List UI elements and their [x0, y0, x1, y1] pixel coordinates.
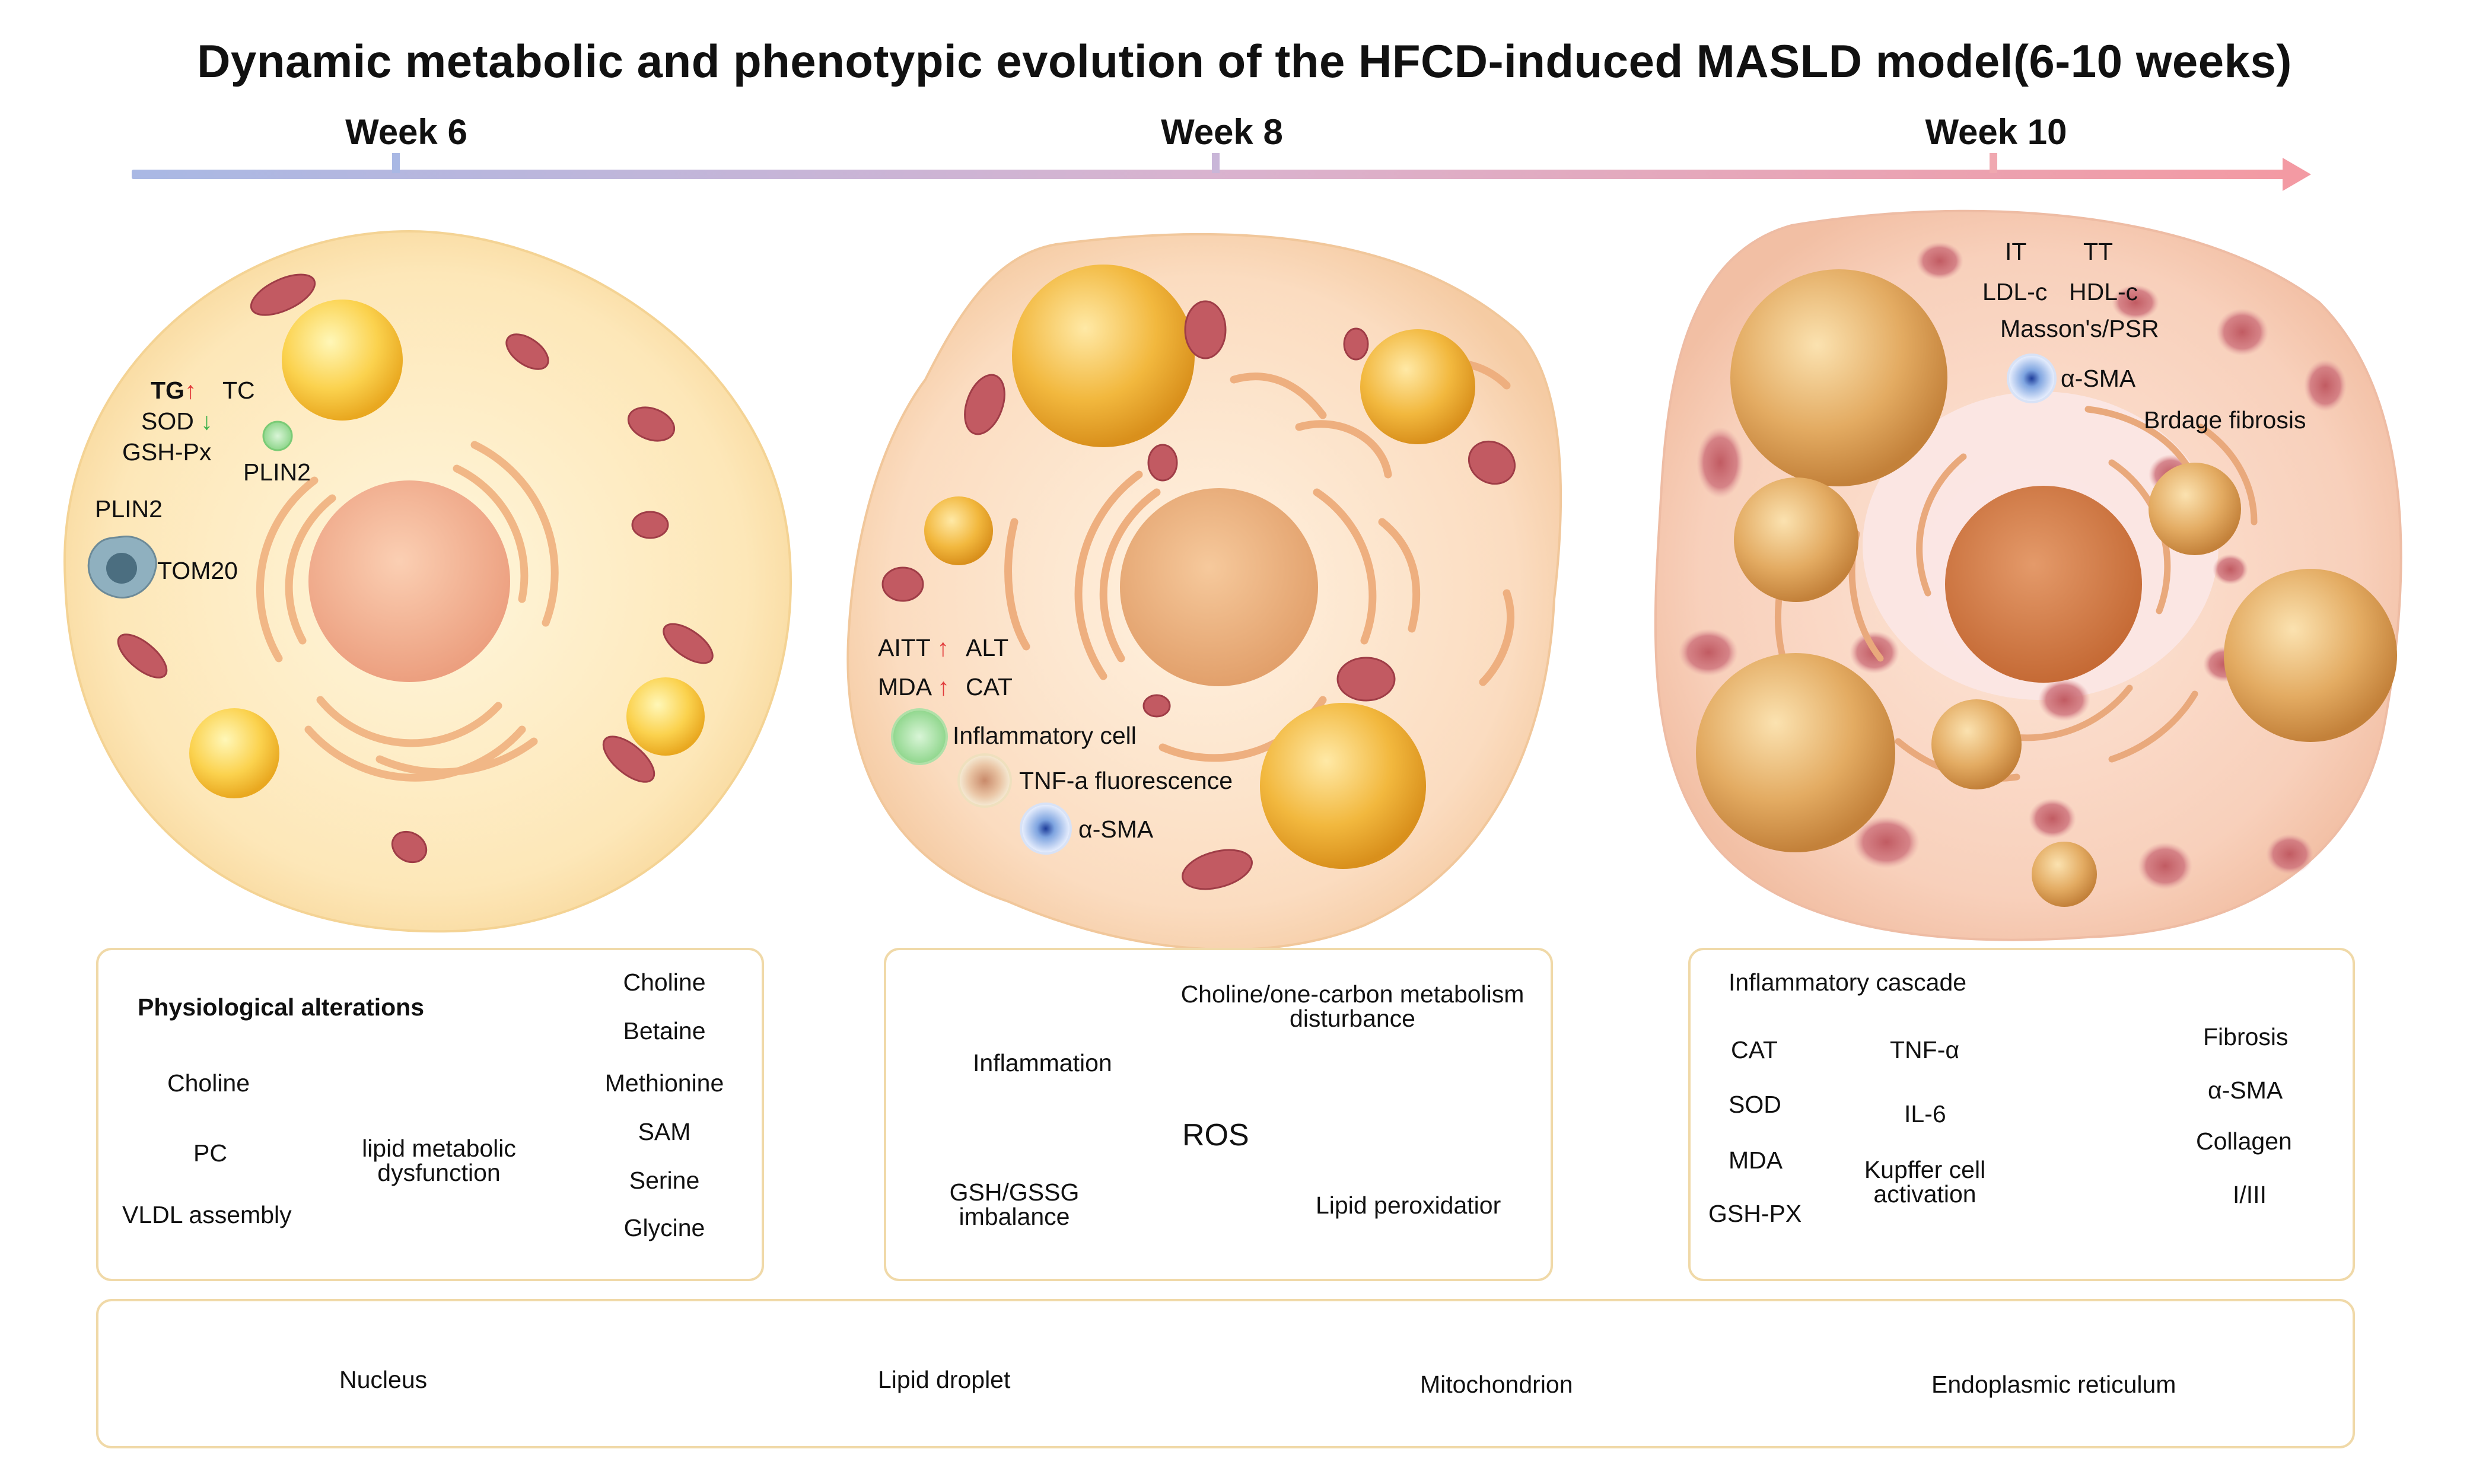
mda-label-panel3: MDA: [1729, 1147, 1783, 1174]
metabolite-sam: SAM: [638, 1118, 691, 1145]
cell-week8: [846, 233, 1562, 951]
it-label: IT: [2005, 238, 2027, 265]
sod-label: SOD ↓: [141, 407, 213, 435]
masson-psr-label: Masson's/PSR: [2000, 315, 2159, 342]
fibrosis-label: Fibrosis: [2203, 1023, 2289, 1050]
legend-mitochondrion: Mitochondrion: [1420, 1371, 1573, 1398]
vldl-assembly-label: VLDL assembly: [122, 1201, 292, 1228]
gsh-px-label: GSH-Px: [122, 438, 212, 466]
panel-ros-cycle: [884, 948, 1553, 1281]
cell-week10: [1654, 209, 2402, 941]
metabolite-glycine: Glycine: [623, 1214, 705, 1241]
asma-label-panel3: α-SMA: [2208, 1077, 2283, 1104]
metabolite-methionine: Methionine: [604, 1069, 724, 1097]
plin2-label: PLIN2: [243, 458, 311, 486]
lipid-peroxidation-label: Lipid peroxidatior: [1316, 1192, 1501, 1219]
panel3-heading: Inflammatory cascade: [1729, 969, 1967, 996]
metabolite-serine: Serine: [629, 1167, 700, 1194]
metabolite-betaine: Betaine: [623, 1017, 706, 1044]
week-8-label: Week 8: [1161, 112, 1283, 152]
cell-week6: [63, 230, 792, 933]
tnf-alpha-label: TNF-α: [1890, 1036, 1960, 1063]
legend-panel: [96, 1299, 2355, 1448]
sod-label-panel3: SOD: [1729, 1091, 1781, 1118]
choline-label: Choline: [167, 1069, 250, 1097]
ros-label: ROS: [1182, 1118, 1249, 1152]
page-title: Dynamic metabolic and phenotypic evoluti…: [197, 35, 2292, 87]
cat-label-panel3: CAT: [1731, 1036, 1778, 1063]
legend-lipid-droplet: Lipid droplet: [878, 1366, 1011, 1393]
cat-label: CAT: [966, 673, 1013, 700]
tg-label: TG↑: [151, 377, 197, 404]
mda-label: MDA ↑: [878, 673, 950, 700]
tc-label: TC: [222, 377, 255, 404]
hdl-label: HDL-c: [2069, 278, 2138, 305]
week-10-label: Week 10: [1925, 112, 2067, 152]
legend-nucleus: Nucleus: [339, 1366, 428, 1393]
pc-label: PC: [193, 1139, 227, 1167]
tt-label: TT: [2083, 238, 2114, 265]
tnf-fluorescence-label: TNF-a fluorescence: [1019, 767, 1233, 794]
collagen-ratio-label: I/III: [2233, 1181, 2267, 1208]
collagen-label: Collagen: [2196, 1128, 2292, 1155]
gsh-px-label-panel3: GSH-PX: [1708, 1200, 1802, 1227]
inflammation-label: Inflammation: [973, 1049, 1112, 1077]
legend-endoplasmic-reticulum: Endoplasmic reticulum: [1931, 1371, 2176, 1398]
panel1-heading: Physiological alterations: [138, 993, 425, 1021]
metabolite-choline: Choline: [623, 969, 706, 996]
panel-physiological-alterations: [96, 948, 764, 1281]
inflammatory-cell-label: Inflammatory cell: [953, 722, 1137, 749]
plin2-label-2: PLIN2: [95, 495, 163, 523]
ldl-label: LDL-c: [1982, 278, 2048, 305]
week-6-label: Week 6: [345, 112, 467, 152]
il6-label: IL-6: [1904, 1100, 1946, 1128]
tom20-label: TOM20: [157, 557, 238, 584]
panel-inflammatory-cascade: [1688, 948, 2355, 1281]
asma-label-cell3: α-SMA: [2061, 365, 2136, 392]
alt-label: ALT: [966, 634, 1009, 661]
aitt-label: AITT ↑: [878, 634, 949, 661]
bridge-fibrosis-label: Brdage fibrosis: [2144, 406, 2306, 434]
asma-label-cell2: α-SMA: [1078, 816, 1154, 843]
